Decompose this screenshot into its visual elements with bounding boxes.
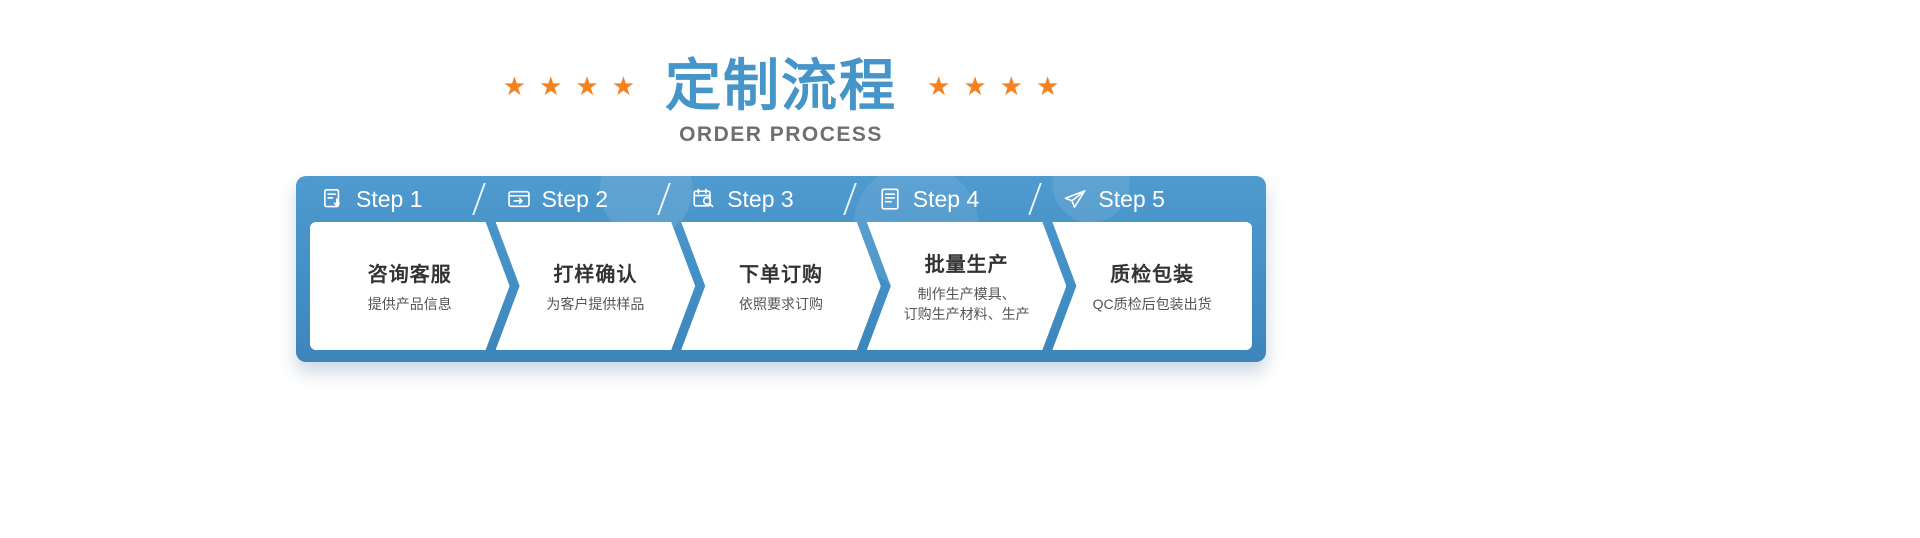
star-icon: ★ (999, 71, 1023, 101)
star-icon: ★ (502, 71, 527, 101)
airplane-icon (1062, 186, 1088, 212)
step-description: 提供产品信息 (367, 295, 452, 312)
step-label: Step 4 (912, 185, 980, 212)
step-description: 为客户提供样品 (546, 295, 645, 312)
panel-header: Step 1 Step 2 (296, 176, 1266, 222)
step-description: QC质检后包装出货 (1092, 295, 1212, 312)
step-title: 咨询客服 (367, 263, 452, 286)
header-divider (842, 183, 857, 215)
step-card-4: 批量生产 制作生产模具、 订购生产材料、生产 (867, 222, 1067, 350)
wallet-arrow-icon (506, 186, 532, 212)
step-title: 打样确认 (553, 263, 638, 286)
star-icon: ★ (611, 71, 635, 101)
step-label: Step 3 (727, 185, 794, 212)
header-divider (657, 183, 672, 215)
section-header: ★ ★ ★ ★ 定制流程 ★ ★ ★ ★ ORDER PROCESS (296, 58, 1266, 147)
header-divider (471, 183, 486, 215)
step-description: 制作生产模具、 订购生产材料、生产 (903, 285, 1030, 322)
panel-body: 咨询客服 提供产品信息 打样确认 为客户提供样品 下单订购 依照要求订购 批量生… (296, 222, 1266, 350)
form-download-icon (320, 186, 346, 212)
step-label: Step 1 (356, 185, 423, 212)
step-title: 批量生产 (924, 253, 1009, 276)
step-header-3: Step 3 (681, 176, 881, 222)
star-icon: ★ (963, 71, 987, 101)
process-panel: Step 1 Step 2 (296, 176, 1266, 362)
stars-left: ★ ★ ★ ★ (503, 73, 635, 99)
invoice-list-icon (877, 186, 903, 212)
step-card-1: 咨询客服 提供产品信息 (310, 222, 510, 350)
step-label: Step 2 (541, 185, 609, 212)
title-row: ★ ★ ★ ★ 定制流程 ★ ★ ★ ★ (296, 58, 1266, 114)
step-header-1: Step 1 (310, 176, 510, 222)
step-header-4: Step 4 (867, 176, 1067, 222)
page-title: 定制流程 (665, 54, 897, 117)
star-icon: ★ (539, 71, 563, 101)
page-subtitle: ORDER PROCESS (679, 123, 883, 146)
star-icon: ★ (927, 71, 951, 101)
star-icon: ★ (575, 71, 599, 101)
step-card-5: 质检包装 QC质检后包装出货 (1052, 222, 1252, 350)
calendar-search-icon (691, 186, 717, 212)
step-header-2: Step 2 (496, 176, 696, 222)
step-title: 质检包装 (1110, 263, 1195, 286)
step-description: 依照要求订购 (738, 295, 823, 312)
stars-right: ★ ★ ★ ★ (927, 73, 1059, 99)
header-divider (1028, 183, 1043, 215)
step-header-5: Step 5 (1052, 176, 1252, 222)
star-icon: ★ (1035, 71, 1060, 101)
step-label: Step 5 (1098, 185, 1165, 212)
step-card-3: 下单订购 依照要求订购 (681, 222, 881, 350)
step-card-2: 打样确认 为客户提供样品 (496, 222, 696, 350)
step-title: 下单订购 (738, 263, 823, 286)
